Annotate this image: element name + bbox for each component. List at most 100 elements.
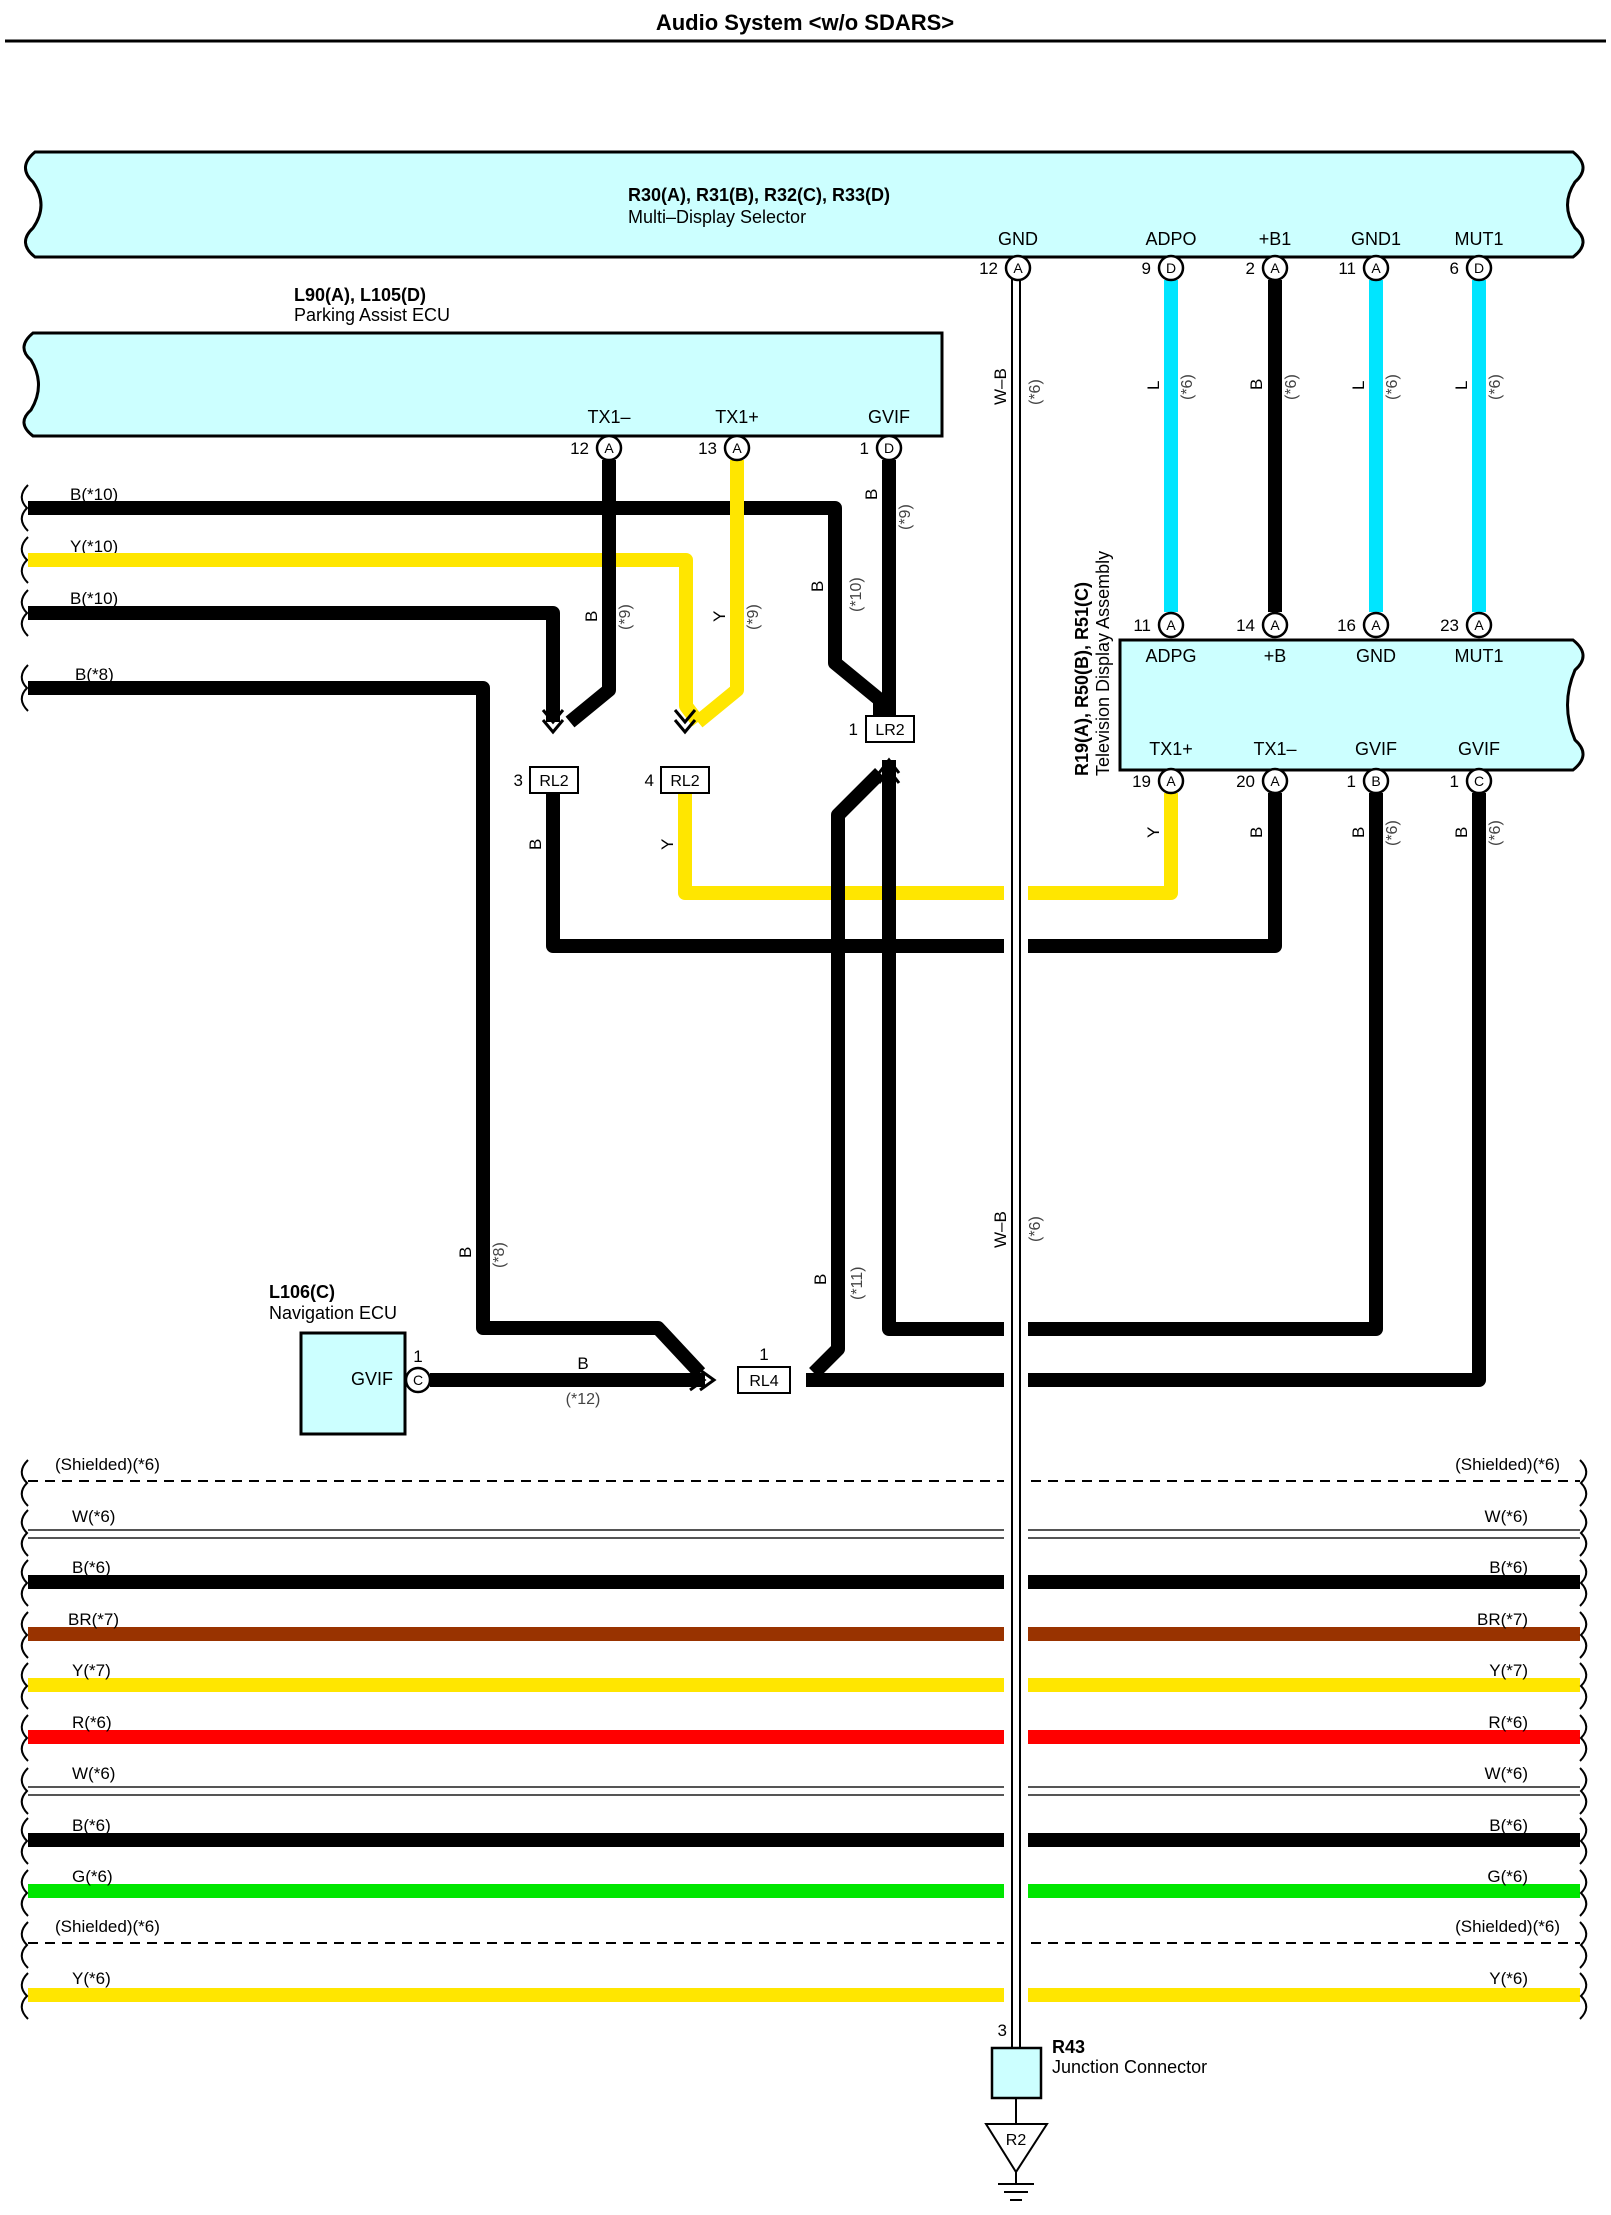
nav-ids: L106(C) — [269, 1282, 335, 1302]
pin-conn-mut1: D — [1474, 260, 1484, 276]
pin-label-tv-mut1: MUT1 — [1455, 646, 1504, 666]
pin-conn-b1: A — [1270, 260, 1280, 276]
note-b-gvif: (*9) — [897, 504, 914, 530]
pin-label-tv-gnd: GND — [1356, 646, 1396, 666]
note-b-b1: (*6) — [1283, 374, 1300, 400]
bus-label-left-10: Y(*6) — [72, 1969, 111, 1988]
pin-numbers: 12 9 2 11 6 12 13 1 11 14 16 23 19 20 1 … — [413, 259, 1459, 1366]
pin-num-mut1: 6 — [1450, 259, 1459, 278]
label-y-tv-tx1-plus: Y — [1144, 827, 1163, 838]
pin-circle-gnd1 — [1362, 254, 1390, 282]
pin-num-tv-tx1-minus: 20 — [1236, 772, 1255, 791]
pin-circle-nav-gvif — [404, 1366, 432, 1394]
pin-circle-tx1-plus — [723, 434, 751, 462]
pin-num-adpg: 11 — [1133, 616, 1151, 635]
note-b-tv-gvif-b: (*6) — [1384, 820, 1401, 846]
pin-conn-adpg: A — [1166, 617, 1176, 633]
pin-label-adpo: ADPO — [1145, 229, 1196, 249]
ground-icon: R2 — [984, 2123, 1049, 2201]
label-y-rl2-right: Y — [658, 839, 677, 850]
pin-num-adpo: 9 — [1142, 259, 1151, 278]
wire-b10-to-rl2 — [28, 606, 560, 722]
pin-circle-tv-gnd — [1362, 611, 1390, 639]
bus-wire-labels: (Shielded)(*6) (Shielded)(*6) W(*6) W(*6… — [55, 1455, 1560, 1988]
label-b-b11: B — [811, 1274, 830, 1285]
note-l-gnd1: (*6) — [1384, 374, 1401, 400]
bus-label-right-10: Y(*6) — [1489, 1969, 1528, 1988]
pin-label-b1: +B1 — [1259, 229, 1292, 249]
pin-num-b1: 2 — [1246, 259, 1255, 278]
bus-label-right-1: W(*6) — [1485, 1507, 1528, 1526]
wire-lr2-tv-gvif-b — [882, 760, 1383, 1336]
pin-label-tv-gvif-b: GVIF — [1355, 739, 1397, 759]
ground-label: R2 — [1006, 2132, 1027, 2149]
pin-num-tv-gnd: 16 — [1337, 616, 1356, 635]
pin-conn-tv-gvif-c: C — [1474, 773, 1484, 789]
note-wb-lower: (*6) — [1027, 1216, 1044, 1242]
pin-connector-letters: A D A A D A A D A A A A A A B C C — [413, 260, 1484, 1388]
tv-ids: R19(A), R50(B), R51(C) — [1072, 582, 1092, 776]
pin-num-gnd1: 11 — [1338, 259, 1356, 278]
page-title: Audio System <w/o SDARS> — [656, 10, 954, 35]
pin-label-mut1: MUT1 — [1455, 229, 1504, 249]
bus-label-left-8: G(*6) — [72, 1867, 113, 1886]
label-b-tv-gvif-b: B — [1349, 827, 1368, 838]
label-y-tx1-plus: Y — [710, 611, 729, 622]
label-l-gnd1: L — [1349, 381, 1368, 390]
wire-rl2-tv-tx1-plus — [678, 793, 1178, 900]
bus-label-right-8: G(*6) — [1487, 1867, 1528, 1886]
pin-conn-tv-mut1: A — [1474, 617, 1484, 633]
nav-name: Navigation ECU — [269, 1303, 397, 1323]
splice-rl4-num: 1 — [759, 1345, 768, 1364]
bus-label-right-7: B(*6) — [1489, 1816, 1528, 1835]
pin-label-b: +B — [1264, 646, 1287, 666]
label-b-rl2-left: B — [526, 839, 545, 850]
junction-ids: R43 — [1052, 2037, 1085, 2057]
pin-num-tx1-plus: 13 — [698, 439, 717, 458]
wire-label-b8: B(*8) — [75, 665, 114, 684]
label-b-tv-gvif-c: B — [1452, 827, 1471, 838]
pin-label-tv-tx1-plus: TX1+ — [1149, 739, 1193, 759]
pin-num-tv-gvif-c: 1 — [1450, 772, 1459, 791]
bus-label-left-9: (Shielded)(*6) — [55, 1917, 160, 1936]
splice-rl4 — [737, 1366, 791, 1394]
pin-connectors — [404, 254, 1493, 1394]
pin-circle-adpg — [1157, 611, 1185, 639]
pin-num-nav-gvif: 1 — [413, 1347, 422, 1366]
junction-connector: 3 R43 Junction Connector — [990, 2021, 1207, 2124]
multi-display-name: Multi–Display Selector — [628, 207, 806, 227]
pin-label-tv-gvif-c: GVIF — [1458, 739, 1500, 759]
label-wb: W–B — [991, 368, 1010, 405]
parking-name: Parking Assist ECU — [294, 305, 450, 325]
splice-rl2-a-label: RL2 — [539, 773, 568, 790]
note-b-b11: (*11) — [849, 1267, 866, 1301]
pin-num-tx1-minus: 12 — [570, 439, 589, 458]
junction-name: Junction Connector — [1052, 2057, 1207, 2077]
bus-label-right-5: R(*6) — [1488, 1713, 1528, 1732]
television-display-assembly: R19(A), R50(B), R51(C) Television Displa… — [1072, 551, 1585, 776]
note-b-tv-gvif-c: (*6) — [1487, 820, 1504, 846]
bus-label-left-1: W(*6) — [72, 1507, 115, 1526]
bus-label-left-6: W(*6) — [72, 1764, 115, 1783]
parking-assist-ecu: L90(A), L105(D) Parking Assist ECU TX1– … — [22, 285, 944, 438]
pin-conn-tv-tx1-minus: A — [1270, 773, 1280, 789]
bus-label-right-9: (Shielded)(*6) — [1455, 1917, 1560, 1936]
splice-rl2-b-label: RL2 — [670, 773, 699, 790]
splice-arrows — [541, 709, 901, 1392]
pin-label-tx1-plus: TX1+ — [715, 407, 759, 427]
pin-num-tv-tx1-plus: 19 — [1132, 772, 1151, 791]
navigation-ecu: L106(C) Navigation ECU GVIF — [269, 1282, 407, 1436]
label-l-mut1: L — [1452, 381, 1471, 390]
pin-circle-gnd — [1004, 254, 1032, 282]
pin-num-gvif: 1 — [860, 439, 869, 458]
pin-circle-b1 — [1261, 254, 1289, 282]
wire-b8-to-rl4 — [28, 681, 706, 1378]
pin-circle-tv-mut1 — [1465, 611, 1493, 639]
pin-conn-gvif: D — [884, 440, 894, 456]
note-b-b10: (*10) — [848, 577, 865, 612]
pin-circle-tv-tx1-minus — [1261, 767, 1289, 795]
note-l-mut1: (*6) — [1487, 374, 1504, 400]
note-b-b8: (*8) — [491, 1242, 508, 1268]
label-b-tv-tx1-minus: B — [1247, 827, 1266, 838]
label-wb-lower: W–B — [991, 1211, 1010, 1248]
